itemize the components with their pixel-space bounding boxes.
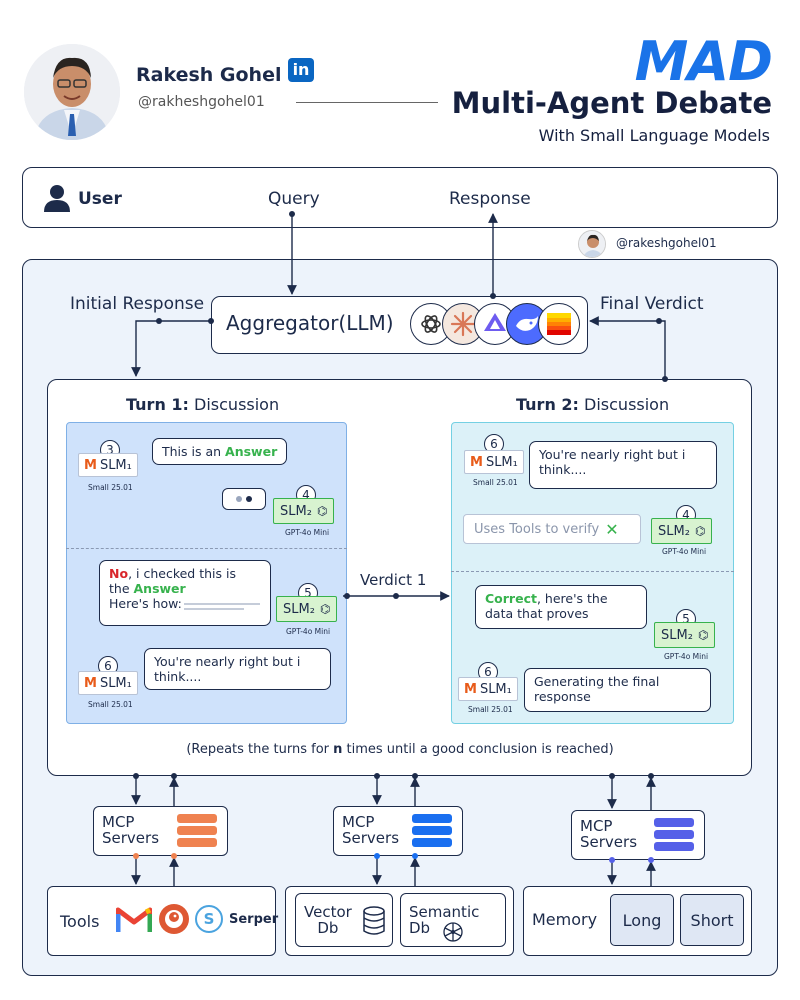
mcp-servers-memory[interactable]: MCP Servers	[571, 810, 705, 860]
tools-label: Tools	[60, 912, 100, 931]
turn1-title: Turn 1: Discussion	[126, 395, 280, 414]
author-avatar	[24, 44, 120, 140]
query-label: Query	[268, 189, 320, 209]
slm2-chip: SLM₂⌬	[651, 518, 713, 544]
aggregator-label: Aggregator(LLM)	[226, 311, 394, 335]
gmail-icon[interactable]	[116, 906, 152, 934]
openai-icon: ⌬	[319, 602, 331, 616]
slm2-chip: SLM₂⌬	[654, 622, 716, 648]
page-subtitle: With Small Language Models	[538, 126, 770, 145]
tools-icon: ✕	[605, 519, 619, 539]
network-icon	[441, 920, 465, 944]
model-caption: GPT-4o Mini	[286, 627, 331, 636]
deepseek-icon	[506, 303, 548, 345]
openai-icon: ⌬	[697, 628, 709, 642]
turn1-divider	[66, 548, 347, 549]
page-title: Multi-Agent Debate	[451, 86, 772, 120]
mistral-icon	[538, 303, 580, 345]
vector-db-box[interactable]: Vector Db	[295, 893, 393, 947]
mcp-servers-tools[interactable]: MCP Servers	[93, 806, 228, 856]
linkedin-icon[interactable]: in	[288, 58, 314, 82]
mistral-icon: M	[84, 675, 97, 691]
mcp-label: MCP Servers	[102, 813, 160, 847]
slm2-chip: SLM₂⌬	[276, 596, 338, 622]
slm2-chip: SLM₂⌬	[273, 498, 335, 524]
model-caption: GPT-4o Mini	[285, 528, 330, 537]
user-icon	[44, 184, 70, 212]
mistral-icon: M	[470, 454, 483, 470]
turn2-divider	[451, 571, 734, 572]
response-label: Response	[449, 189, 531, 209]
text-line	[184, 603, 260, 605]
short-memory[interactable]: Short	[680, 894, 744, 946]
model-caption: Small 25.01	[468, 705, 513, 714]
mcp-servers-storage[interactable]: MCP Servers	[333, 806, 463, 856]
verdict-label: Verdict 1	[360, 571, 427, 589]
message-bubble: Generating the final response	[524, 668, 711, 712]
user-label: User	[78, 189, 122, 209]
mistral-icon: M	[464, 681, 477, 697]
duckduckgo-icon[interactable]	[159, 904, 189, 934]
author-handle: @rakheshgohel01	[138, 94, 265, 110]
model-caption: GPT-4o Mini	[664, 652, 709, 661]
semantic-db-box[interactable]: Semantic Db	[400, 893, 506, 947]
server-icon	[177, 814, 217, 850]
openai-icon: ⌬	[694, 524, 706, 538]
mcp-label: MCP Servers	[580, 817, 638, 851]
text-line	[184, 608, 244, 610]
vector-db-label: Vector Db	[304, 903, 352, 937]
message-bubble: You're nearly right but i think....	[529, 441, 717, 489]
tool-verify-box: Uses Tools to verify✕	[463, 514, 641, 544]
turn2-title: Turn 2: Discussion	[516, 395, 670, 414]
aggregator-box[interactable]: Aggregator(LLM)	[211, 296, 588, 354]
message-bubble: No, i checked this is the Answer Here's …	[99, 560, 271, 626]
user-bar	[22, 167, 778, 228]
typing-indicator	[222, 488, 266, 510]
author-name: Rakesh Gohel	[136, 64, 282, 86]
memory-label: Memory	[532, 910, 598, 929]
database-icon	[362, 906, 386, 936]
header-divider	[296, 102, 438, 103]
repeat-note: (Repeats the turns for n times until a g…	[186, 742, 614, 757]
serper-label: Serper	[229, 912, 279, 927]
mistral-icon: M	[84, 457, 97, 473]
mcp-label: MCP Servers	[342, 813, 400, 847]
message-bubble: This is an Answer	[152, 438, 288, 465]
serper-icon[interactable]: S	[195, 905, 223, 933]
message-bubble: You're nearly right but i think....	[144, 648, 331, 690]
final-verdict-label: Final Verdict	[600, 294, 704, 314]
openai-icon: ⌬	[316, 504, 328, 518]
server-icon	[412, 814, 452, 850]
model-caption: Small 25.01	[88, 483, 133, 492]
stamp-avatar	[578, 230, 606, 258]
stamp-handle: @rakeshgohel01	[616, 236, 717, 250]
model-caption: GPT-4o Mini	[662, 547, 707, 556]
long-memory[interactable]: Long	[610, 894, 674, 946]
semantic-db-label: Semantic Db	[409, 903, 480, 937]
model-caption: Small 25.01	[88, 700, 133, 709]
server-icon	[654, 818, 694, 854]
model-caption: Small 25.01	[473, 478, 518, 487]
initial-response-label: Initial Response	[70, 294, 205, 314]
acronym-title: MAD	[634, 30, 773, 93]
